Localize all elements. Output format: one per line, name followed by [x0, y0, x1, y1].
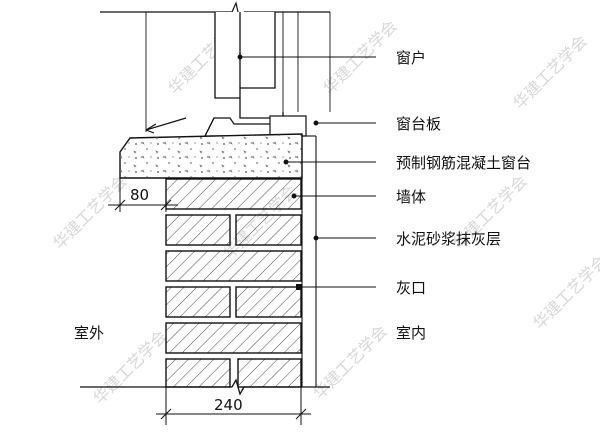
jamb-lines [145, 12, 331, 132]
label-wall: 墙体 [396, 188, 426, 206]
watermark-text: 华建工艺学会 [49, 172, 130, 253]
sill-board [269, 115, 307, 137]
dimension-240 [156, 387, 311, 425]
drainage-arrow [145, 117, 187, 134]
label-window: 窗户 [396, 49, 426, 67]
window-frame [214, 12, 284, 119]
label-precast-sill: 预制钢筋混凝土窗台 [396, 154, 531, 172]
watermark-text: 华建工艺学会 [529, 252, 600, 333]
plaster-layer [301, 134, 317, 387]
watermark-text: 华建工艺学会 [309, 322, 390, 403]
dimension-240-label: 240 [214, 396, 243, 414]
mortar-joint-marker [296, 284, 302, 290]
label-sill-board: 窗台板 [396, 115, 441, 133]
label-joint: 灰口 [396, 279, 426, 297]
label-plaster: 水泥砂浆抹灰层 [396, 230, 501, 248]
watermark-text: 华建工艺学会 [509, 32, 590, 113]
precast-concrete-sill [119, 133, 303, 179]
leader-lines [237, 54, 376, 288]
dimension-80 [108, 178, 178, 212]
label-indoor: 室内 [396, 324, 426, 342]
brick-wall [165, 178, 302, 388]
watermark-layer: 华建工艺学会 华建工艺学会 华建工艺学会 华建工艺学会 华建工艺学会 华建工艺学… [49, 17, 600, 408]
bottom-line [80, 378, 330, 396]
dimension-80-label: 80 [130, 186, 149, 204]
label-outdoor: 室外 [74, 324, 104, 342]
